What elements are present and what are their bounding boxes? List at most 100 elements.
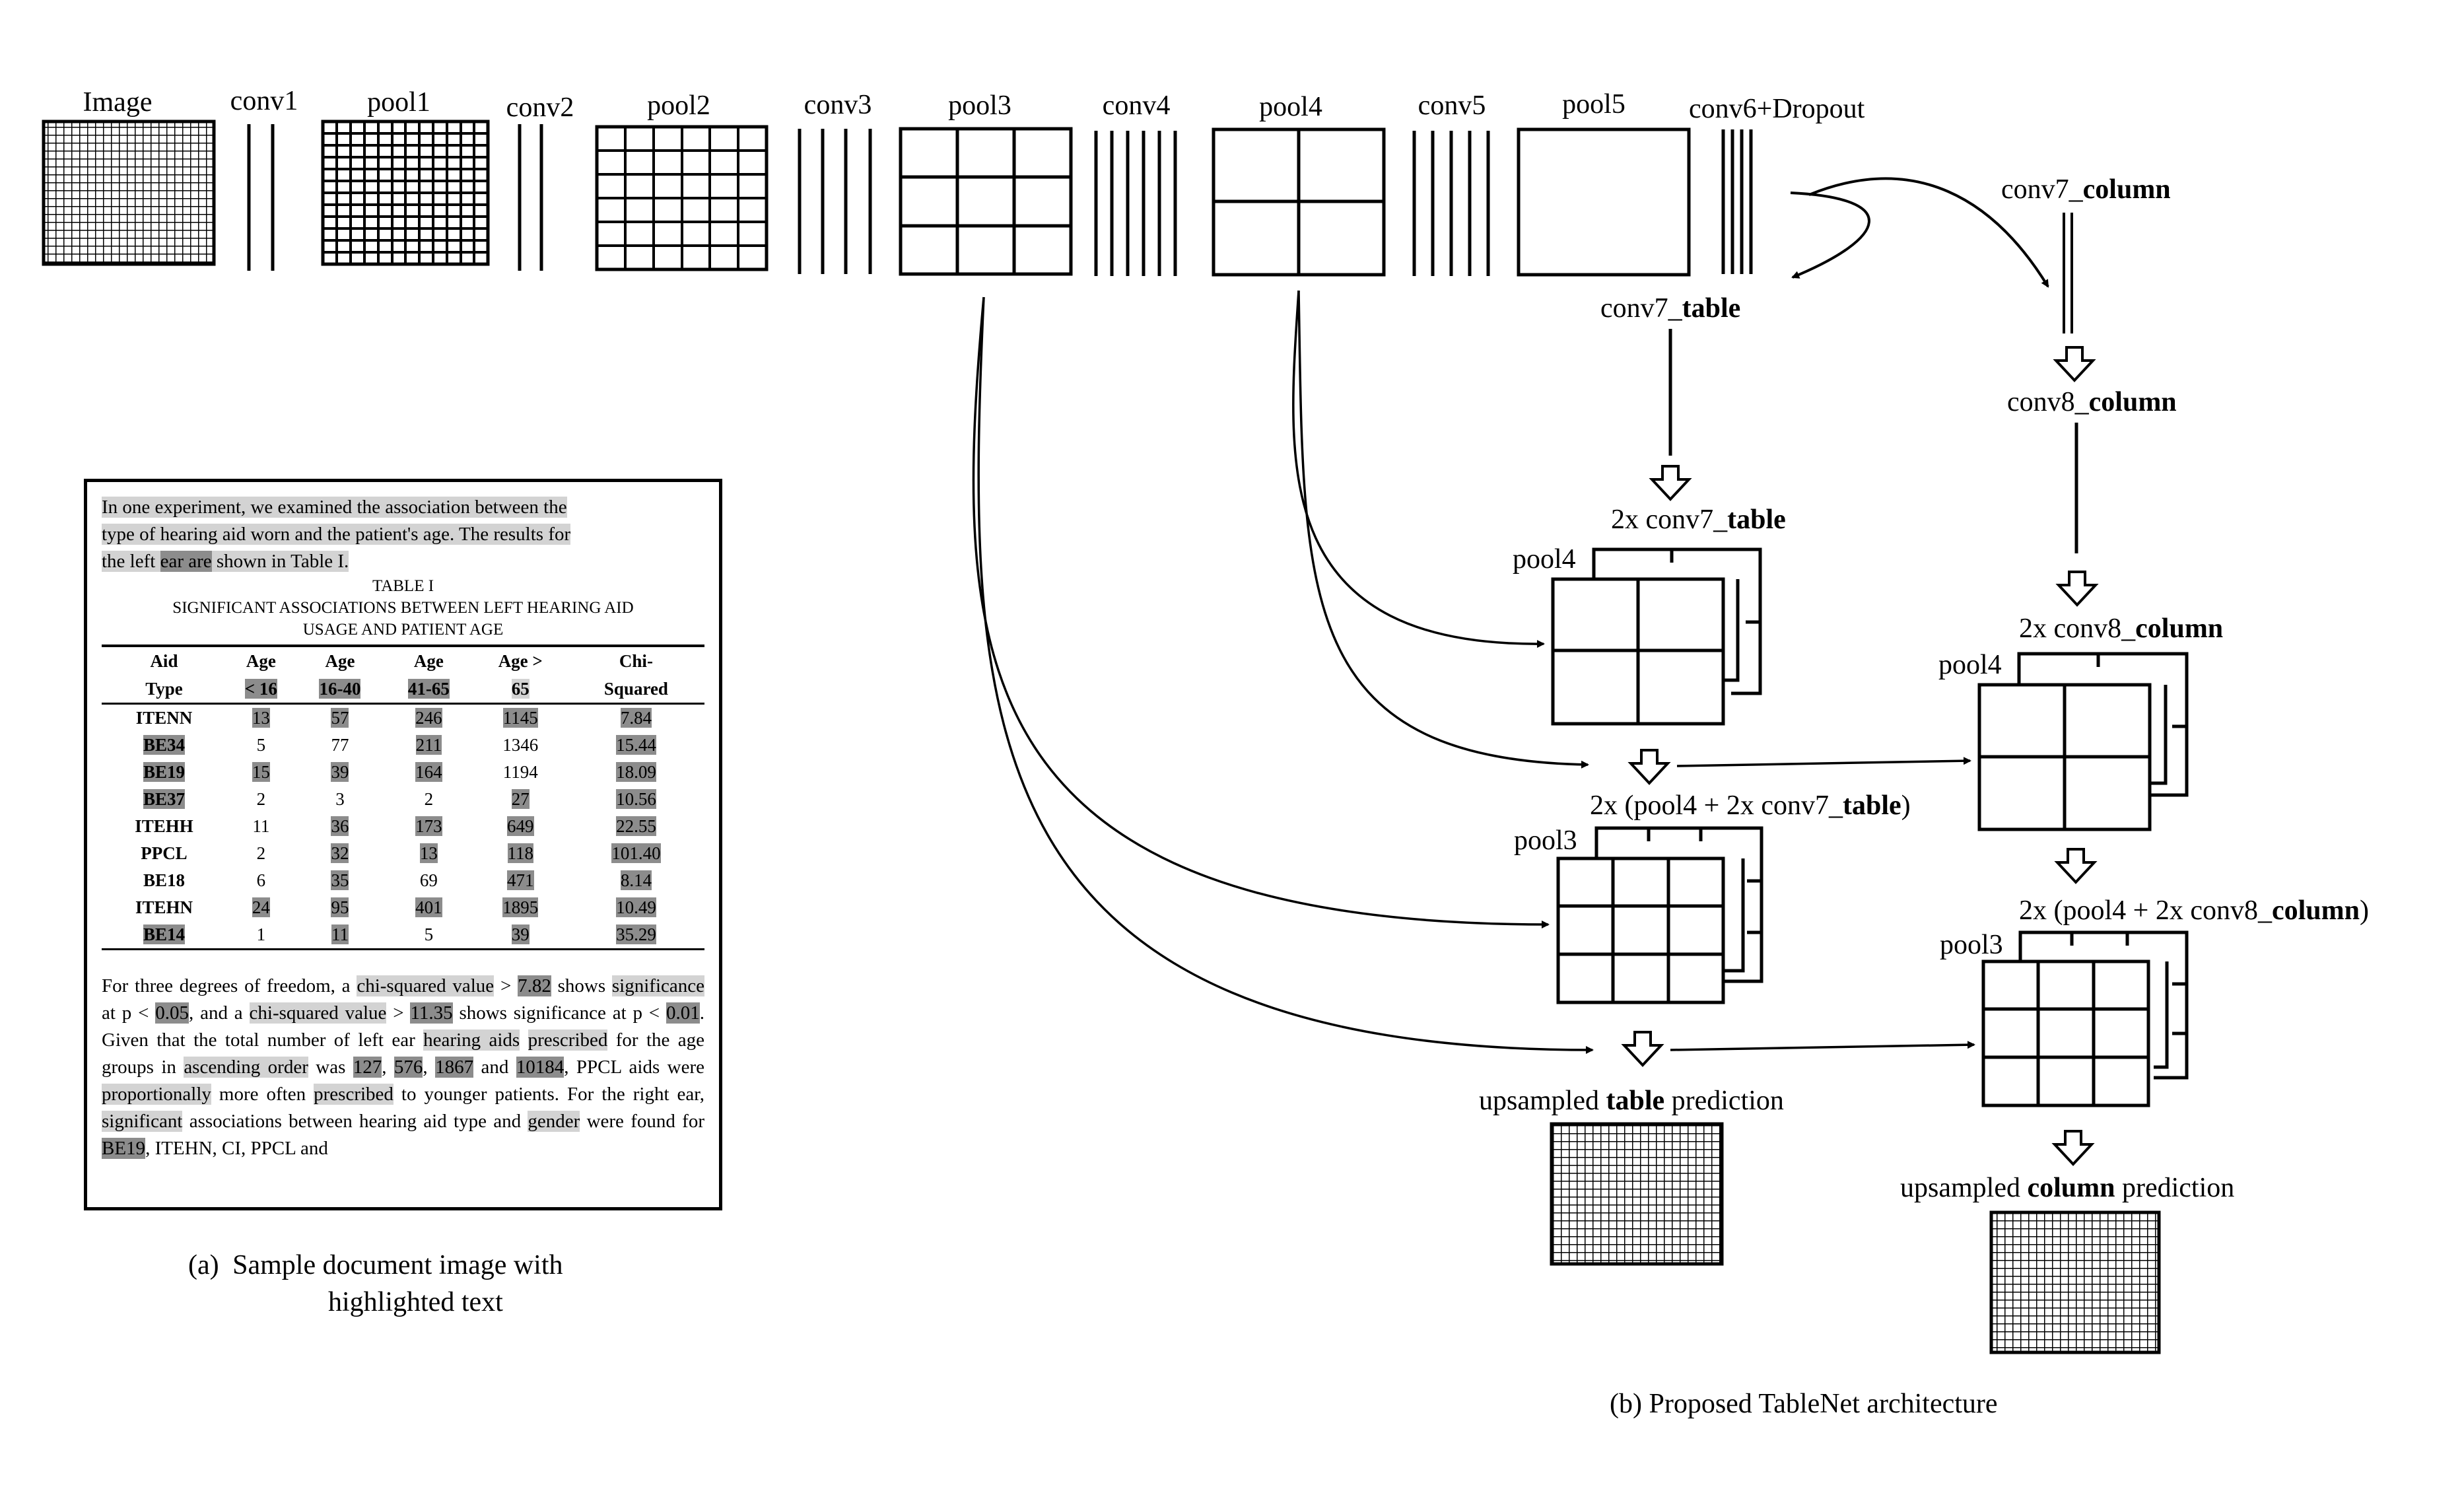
table-cell: 15.44 — [616, 735, 656, 755]
table-cell: BE37 — [143, 789, 185, 809]
label-conv4: conv4 — [1103, 90, 1171, 121]
table-cell: 13 — [419, 843, 438, 863]
caption-b: (b) Proposed TableNet architecture — [1610, 1389, 1998, 1419]
table-prediction-grid — [1550, 1122, 1724, 1266]
table-header-cell: Age — [226, 645, 296, 675]
table-header-cell: Chi- — [567, 645, 704, 675]
document-paragraph-2: For three degrees of freedom, a chi-squa… — [102, 975, 705, 1159]
skip-pool4-to-sum-table — [1297, 290, 1589, 769]
skip-sum2-table-to-column-pool3 — [1670, 1041, 1975, 1051]
table-cell: 22.55 — [616, 816, 656, 836]
table-cell: 211 — [415, 735, 442, 755]
document-table: Aid Age Age Age Age > Chi- Type < 16 16-… — [102, 645, 704, 950]
table-header-cell: Age > — [473, 645, 568, 675]
table-cell: BE19 — [143, 762, 185, 782]
table-cell: 35.29 — [567, 921, 704, 950]
label-2x-conv8-column: 2x conv8_column — [2019, 613, 2223, 644]
table-cell: 10.56 — [616, 789, 656, 809]
table-cell: 118 — [507, 843, 533, 863]
table-cell: 95 — [331, 897, 349, 917]
table-cell: 39 — [473, 921, 568, 950]
table-cell: 401 — [415, 897, 442, 917]
table-cell: 27 — [511, 789, 530, 809]
table-cell: 15 — [252, 762, 270, 782]
table-caption-title-2: USAGE AND PATIENT AGE — [302, 621, 504, 639]
skip-pool4-to-table-pool4 — [1292, 290, 1545, 648]
pool3-grid — [899, 127, 1073, 276]
table-cell: 24 — [252, 897, 270, 917]
table-header-cell: 65 — [473, 675, 568, 705]
table-cell: 5 — [384, 921, 473, 950]
table-header-cell: Aid — [102, 645, 226, 675]
table-cell: 77 — [331, 735, 349, 755]
label-pool4-column: pool4 — [1938, 650, 2002, 680]
hollow-arrow-table-sum1 — [1627, 749, 1671, 785]
table-cell: 32 — [331, 843, 349, 863]
caption-a: (a) Sample document image with highlight… — [188, 1247, 637, 1321]
column-pool4-fuse-block — [1977, 652, 2189, 831]
table-row: ITEHH 11 36 173 649 22.55 — [102, 813, 704, 840]
table-header-cell: Type — [102, 675, 226, 705]
label-pool4: pool4 — [1259, 92, 1322, 122]
table-cell: 173 — [415, 816, 442, 836]
skip-pool3-to-sum2-table — [977, 296, 1594, 1054]
label-2x-pool4-column: 2x (pool4 + 2x conv8_column) — [2019, 895, 2369, 926]
table-cell: 11 — [295, 921, 385, 950]
table-cell: 2 — [424, 789, 434, 809]
conv2-layer — [518, 124, 543, 271]
table-cell: 35 — [331, 870, 349, 890]
skip-pool3-to-table-pool3 — [972, 296, 1550, 928]
document-paragraph-1: In one experiment, we examined the assoc… — [102, 494, 704, 575]
table-cell: 39 — [331, 762, 349, 782]
table-cell: ITEHH — [135, 816, 193, 836]
label-pool3-column: pool3 — [1940, 930, 2003, 960]
hollow-arrow-conv7-table — [1649, 465, 1692, 501]
column-pool3-fuse-block — [1981, 930, 2189, 1107]
label-pool3-table: pool3 — [1514, 825, 1577, 856]
table-pool4-fuse-block — [1551, 547, 1762, 726]
label-conv5: conv5 — [1418, 90, 1486, 121]
label-conv1: conv1 — [230, 86, 298, 116]
pool2-grid — [595, 125, 769, 271]
conv4-layer — [1094, 131, 1177, 276]
table-header-cell: Age — [384, 645, 473, 675]
hollow-arrow-conv8-column — [2055, 571, 2099, 607]
conv6-layer — [1721, 129, 1753, 274]
hollow-arrow-conv7-column — [2053, 346, 2096, 382]
table-cell: 11 — [252, 816, 270, 836]
label-conv2: conv2 — [506, 92, 574, 123]
label-conv7-table: conv7_table — [1600, 293, 1740, 324]
table-cell: 69 — [419, 870, 438, 890]
arrow-conv6-to-column — [1808, 177, 2049, 288]
table-cell: 649 — [507, 816, 534, 836]
label-2x-conv7-table: 2x conv7_table — [1611, 505, 1786, 535]
input-image-grid — [42, 120, 216, 266]
table-cell: 5 — [256, 735, 266, 755]
table-header-row-1: Aid Age Age Age Age > Chi- — [102, 645, 704, 675]
table-caption-number: TABLE I — [372, 577, 434, 595]
label-pool2: pool2 — [647, 90, 710, 121]
table-cell: BE34 — [143, 735, 185, 755]
label-conv7-column: conv7_column — [2001, 174, 2171, 205]
conv7-column-layer — [2063, 213, 2073, 333]
label-image: Image — [83, 87, 153, 118]
table-cell: 1145 — [502, 708, 538, 728]
conv5-layer — [1412, 131, 1490, 276]
table-cell: 1 — [226, 921, 296, 950]
hollow-arrow-table-sum2 — [1621, 1031, 1664, 1067]
caption-a-line2: highlighted text — [328, 1287, 503, 1317]
table-header-cell: 16-40 — [295, 675, 385, 705]
label-pool5: pool5 — [1562, 89, 1626, 120]
top-row-labels: Image conv1 pool1 conv2 pool2 conv3 pool… — [83, 86, 1865, 124]
document-line: the left — [102, 551, 160, 572]
table-cell: 3 — [335, 789, 345, 809]
skip-sum-table-to-column-pool4 — [1676, 757, 1971, 767]
table-cell: 36 — [331, 816, 349, 836]
table-cell: 57 — [331, 708, 349, 728]
table-cell: 246 — [415, 708, 442, 728]
